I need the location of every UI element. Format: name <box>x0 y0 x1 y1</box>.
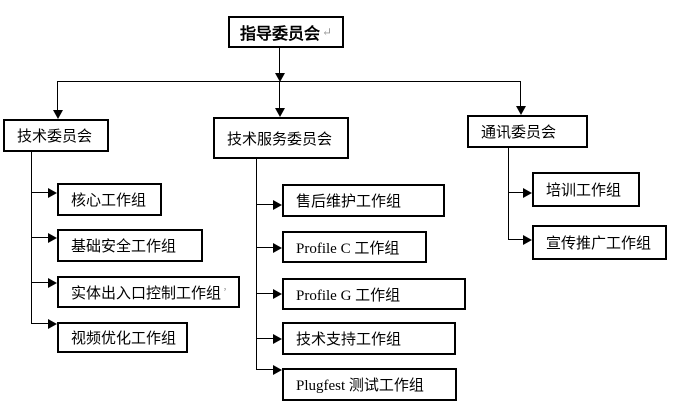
connector-root-drop <box>279 48 280 74</box>
arrowhead-root-drop <box>275 73 285 82</box>
node-label: Profile G 工作组 <box>296 287 401 304</box>
connector-mid-branch-1 <box>256 204 274 205</box>
node-label: Plugfest 测试工作组 <box>296 378 424 394</box>
node-video-optimization-workgroup: 视频优化工作组 <box>57 322 188 353</box>
node-label: 技术支持工作组 <box>296 332 402 348</box>
connector-right-branch-2 <box>508 239 524 240</box>
connector-left-branch-4 <box>31 323 49 324</box>
node-profile-g-workgroup: Profile G 工作组 <box>282 278 466 310</box>
node-label: 基础安全工作组 <box>71 239 177 255</box>
connector-right-trunk <box>508 148 509 240</box>
paragraph-mark: ↵ <box>321 24 333 39</box>
arrowhead-mid-drop <box>275 108 285 117</box>
format-mark: ʼ <box>223 284 228 299</box>
arrowhead-left-branch-1 <box>48 188 57 198</box>
connector-mid-branch-5 <box>256 369 274 370</box>
arrowhead-right-branch-1 <box>523 188 532 198</box>
node-aftersales-maintenance-workgroup: 售后维护工作组 <box>282 184 445 217</box>
node-label: 实体出入口控制工作组 <box>71 285 222 302</box>
node-label: 售后维护工作组 <box>296 194 402 210</box>
arrowhead-mid-branch-1 <box>273 200 282 210</box>
node-training-workgroup: 培训工作组 <box>532 172 640 207</box>
arrowhead-left-drop <box>53 110 63 119</box>
node-promotion-workgroup: 宣传推广工作组 <box>532 225 667 260</box>
node-steering-committee: 指导委员会↵ <box>228 16 344 48</box>
node-label: 培训工作组 <box>546 183 622 199</box>
node-base-security-workgroup: 基础安全工作组 <box>57 229 203 262</box>
arrowhead-mid-branch-2 <box>273 243 282 253</box>
node-label: 指导委员会 <box>239 26 320 43</box>
connector-right-branch-1 <box>508 192 524 193</box>
node-technical-committee: 技术委员会 <box>3 119 109 152</box>
node-label: 宣传推广工作组 <box>546 236 652 252</box>
arrowhead-left-branch-4 <box>48 319 57 329</box>
node-plugfest-testing-workgroup: Plugfest 测试工作组 <box>282 368 457 401</box>
arrowhead-left-branch-2 <box>48 233 57 243</box>
connector-left-drop <box>57 82 58 110</box>
arrowhead-right-drop <box>516 106 526 115</box>
node-label: Profile C 工作组 <box>296 240 400 257</box>
node-label: 通讯委员会 <box>481 125 557 141</box>
connector-mid-branch-4 <box>256 338 274 339</box>
node-core-workgroup: 核心工作组 <box>57 183 162 216</box>
connector-left-trunk <box>31 152 32 324</box>
connector-mid-drop <box>279 82 280 108</box>
arrowhead-right-branch-2 <box>523 235 532 245</box>
connector-left-branch-1 <box>31 192 49 193</box>
node-label: 技术服务委员会 <box>227 131 333 148</box>
connector-left-branch-2 <box>31 237 49 238</box>
connector-mid-branch-3 <box>256 293 274 294</box>
connector-mid-branch-2 <box>256 247 274 248</box>
node-profile-c-workgroup: Profile C 工作组 <box>282 231 427 263</box>
node-label: 视频优化工作组 <box>71 331 177 347</box>
connector-main-horizontal <box>57 81 521 82</box>
node-label: 技术委员会 <box>17 129 93 145</box>
node-label: 核心工作组 <box>71 193 147 209</box>
connector-left-branch-3 <box>31 282 49 283</box>
arrowhead-left-branch-3 <box>48 278 57 288</box>
connector-mid-trunk <box>256 159 257 369</box>
connector-right-drop <box>520 82 521 106</box>
node-technical-service-committee: 技术服务委员会 <box>213 117 349 159</box>
node-communication-committee: 通讯委员会 <box>467 115 588 148</box>
arrowhead-mid-branch-4 <box>273 334 282 344</box>
arrowhead-mid-branch-3 <box>273 289 282 299</box>
arrowhead-mid-branch-5 <box>273 365 282 375</box>
node-technical-support-workgroup: 技术支持工作组 <box>282 322 456 355</box>
